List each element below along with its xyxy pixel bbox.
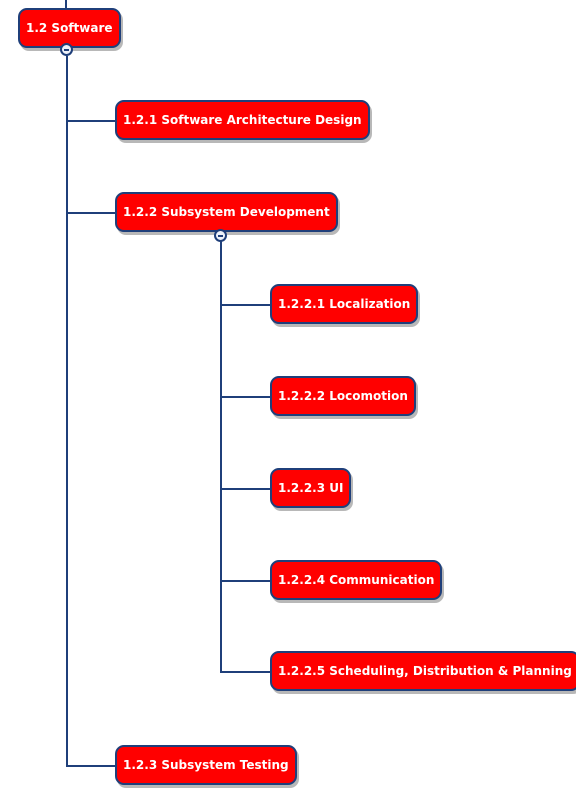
branch-line-1-2-1 xyxy=(66,120,116,122)
collapse-toggle-1-2-2-icon[interactable] xyxy=(214,229,227,242)
node-1-2-software[interactable]: 1.2 Software xyxy=(18,8,121,48)
collapse-toggle-1-2-icon[interactable] xyxy=(60,43,73,56)
node-1-2-2-3-ui[interactable]: 1.2.2.3 UI xyxy=(270,468,352,508)
node-1-2-2-1-localization[interactable]: 1.2.2.1 Localization xyxy=(270,284,419,324)
branch-line-1-2-2-1 xyxy=(220,304,271,306)
node-1-2-3-subsystem-testing[interactable]: 1.2.3 Subsystem Testing xyxy=(115,745,297,785)
branch-line-1-2-2-5 xyxy=(220,671,271,673)
branch-line-1-2-3 xyxy=(66,765,116,767)
level3-trunk-line xyxy=(220,236,222,672)
node-1-2-1-software-architecture-design[interactable]: 1.2.1 Software Architecture Design xyxy=(115,100,370,140)
top-connector-line xyxy=(65,0,67,10)
branch-line-1-2-2-2 xyxy=(220,396,271,398)
node-1-2-2-subsystem-development[interactable]: 1.2.2 Subsystem Development xyxy=(115,192,338,232)
branch-line-1-2-2-4 xyxy=(220,580,271,582)
level2-trunk-line xyxy=(66,56,68,766)
node-1-2-2-5-scheduling-distribution-planning[interactable]: 1.2.2.5 Scheduling, Distribution & Plann… xyxy=(270,651,576,691)
branch-line-1-2-2-3 xyxy=(220,488,271,490)
node-1-2-2-4-communication[interactable]: 1.2.2.4 Communication xyxy=(270,560,443,600)
branch-line-1-2-2 xyxy=(66,212,116,214)
node-1-2-2-2-locomotion[interactable]: 1.2.2.2 Locomotion xyxy=(270,376,416,416)
